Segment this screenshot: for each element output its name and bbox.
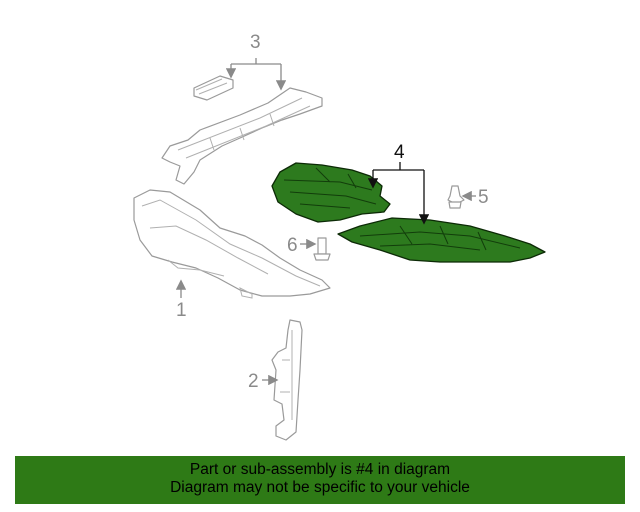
leader-3 [225,58,287,91]
part-4-upper-cover [271,162,391,223]
callout-6: 6 [287,235,298,256]
callout-1: 1 [176,300,187,321]
callout-4: 4 [394,142,405,163]
part-3-bracket [193,75,234,101]
notice-line-2: Diagram may not be specific to your vehi… [170,479,470,496]
part-3-support [161,87,323,185]
part-4-lower-cover [337,217,546,263]
part-1-grille-support [133,189,331,299]
callout-2: 2 [248,371,259,392]
notice-banner: Part or sub-assembly is #4 in diagram Di… [15,456,625,504]
callout-5: 5 [478,187,489,208]
callout-3: 3 [250,32,261,53]
part-5-clip [447,185,465,209]
part-6-bolt [313,237,331,261]
notice-line-1: Part or sub-assembly is #4 in diagram [189,461,451,478]
part-2-side-seal [271,319,303,441]
leader-4 [367,162,430,225]
parts-diagram: 1 2 3 4 5 6 [133,32,546,441]
